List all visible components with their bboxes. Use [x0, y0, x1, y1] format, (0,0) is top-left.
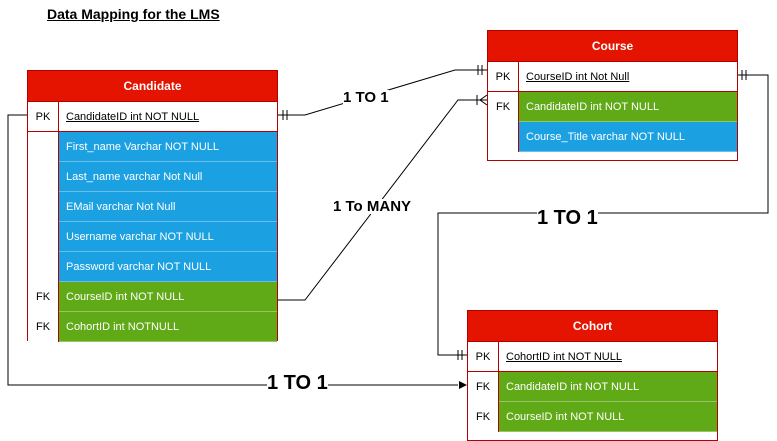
relationship-label-candidate-course: 1 TO 1 — [343, 89, 389, 106]
field-label: First_name Varchar NOT NULL — [59, 132, 277, 162]
relationship-label-course-cohort: 1 TO 1 — [537, 207, 598, 229]
connector-course-cohort — [437, 74, 769, 356]
course-row-courseid[interactable]: PK CourseID int Not Null — [488, 62, 737, 92]
key-marker — [488, 122, 519, 152]
field-label: CourseID int NOT NULL — [499, 402, 717, 432]
cohort-row-candidateid[interactable]: FK CandidateID int NOT NULL — [468, 372, 717, 402]
many-marker — [479, 94, 488, 106]
key-marker — [28, 252, 59, 282]
key-marker — [28, 192, 59, 222]
field-label: CohortID int NOT NULL — [499, 342, 717, 371]
course-table-header[interactable]: Course — [488, 31, 737, 62]
key-marker — [28, 132, 59, 162]
field-label: Course_Title varchar NOT NULL — [519, 122, 737, 152]
candidate-table[interactable]: Candidate PK CandidateID int NOT NULL Fi… — [27, 70, 278, 342]
cohort-table[interactable]: Cohort PK CohortID int NOT NULL FK Candi… — [467, 310, 718, 441]
foreign-key-marker: FK — [488, 92, 519, 122]
field-label: CohortID int NOTNULL — [59, 312, 277, 342]
field-label: Last_name varchar Not Null — [59, 162, 277, 192]
course-row-course-title[interactable]: Course_Title varchar NOT NULL — [488, 122, 737, 152]
candidate-row-password[interactable]: Password varchar NOT NULL — [28, 252, 277, 282]
candidate-row-cohortid[interactable]: FK CohortID int NOTNULL — [28, 312, 277, 342]
candidate-row-first-name[interactable]: First_name Varchar NOT NULL — [28, 132, 277, 162]
primary-key-marker: PK — [28, 102, 59, 131]
field-label: EMail varchar Not Null — [59, 192, 277, 222]
field-label: CandidateID int NOT NULL — [499, 372, 717, 402]
relationship-label-course-candidate: 1 To MANY — [333, 198, 412, 215]
relationship-label-candidate-cohort: 1 TO 1 — [267, 372, 328, 394]
foreign-key-marker: FK — [468, 372, 499, 402]
course-table[interactable]: Course PK CourseID int Not Null FK Candi… — [487, 30, 738, 161]
page-title: Data Mapping for the LMS — [47, 6, 220, 22]
connector-candidate-cohort — [7, 114, 458, 386]
field-label: Username varchar NOT NULL — [59, 222, 277, 252]
field-label: CandidateID int NOT NULL — [519, 92, 737, 122]
candidate-row-email[interactable]: EMail varchar Not Null — [28, 192, 277, 222]
cohort-row-courseid[interactable]: FK CourseID int NOT NULL — [468, 402, 717, 432]
candidate-row-last-name[interactable]: Last_name varchar Not Null — [28, 162, 277, 192]
primary-key-marker: PK — [468, 342, 499, 371]
candidate-row-courseid[interactable]: FK CourseID int NOT NULL — [28, 282, 277, 312]
cohort-table-header[interactable]: Cohort — [468, 311, 717, 342]
key-marker — [28, 162, 59, 192]
field-label: Password varchar NOT NULL — [59, 252, 277, 282]
arrow-head — [459, 381, 467, 389]
candidate-row-username[interactable]: Username varchar NOT NULL — [28, 222, 277, 252]
candidate-table-header[interactable]: Candidate — [28, 71, 277, 102]
foreign-key-marker: FK — [28, 282, 59, 312]
course-row-candidateid[interactable]: FK CandidateID int NOT NULL — [488, 92, 737, 122]
foreign-key-marker: FK — [468, 402, 499, 432]
field-label: CourseID int NOT NULL — [59, 282, 277, 312]
field-label: CourseID int Not Null — [519, 62, 737, 91]
foreign-key-marker: FK — [28, 312, 59, 342]
field-label: CandidateID int NOT NULL — [59, 102, 277, 131]
candidate-row-candidateid[interactable]: PK CandidateID int NOT NULL — [28, 102, 277, 132]
cohort-row-cohortid[interactable]: PK CohortID int NOT NULL — [468, 342, 717, 372]
key-marker — [28, 222, 59, 252]
primary-key-marker: PK — [488, 62, 519, 91]
